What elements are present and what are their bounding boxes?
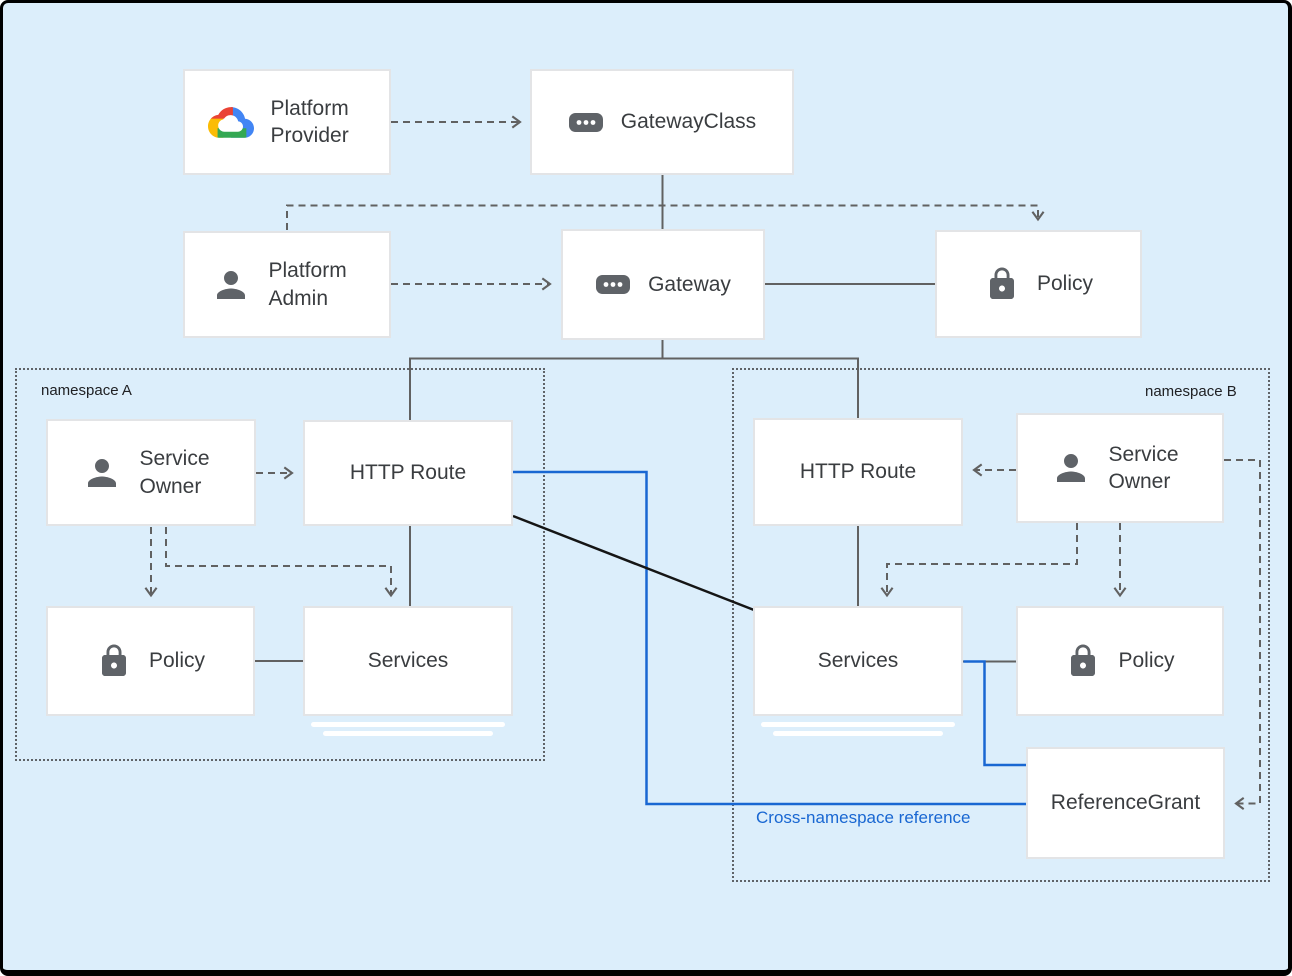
- lock-icon: [1065, 643, 1101, 679]
- edge-httproute-a-referencegrant-blue: [513, 470, 1026, 806]
- services-b-stack-bar: [761, 722, 955, 727]
- resource-icon: [595, 274, 631, 295]
- node-platform-admin: Platform Admin: [183, 231, 391, 338]
- edge-owner-a-services-a: [165, 527, 398, 598]
- node-label: Policy: [1118, 649, 1175, 673]
- node-gatewayclass: GatewayClass: [530, 69, 794, 175]
- node-referencegrant: ReferenceGrant: [1026, 747, 1225, 859]
- node-policy-b: Policy: [1016, 606, 1224, 716]
- node-service-owner-a: Service Owner: [46, 419, 256, 526]
- node-service-owner-b: Service Owner: [1016, 413, 1224, 523]
- edge-owner-b-referencegrant: [1224, 459, 1261, 810]
- node-services-b: Services: [753, 606, 963, 716]
- google-cloud-icon: [207, 106, 254, 138]
- services-b-stack-bar: [773, 731, 943, 736]
- lock-icon: [96, 643, 132, 679]
- lock-icon: [984, 266, 1020, 302]
- node-label: Platform Admin: [268, 259, 347, 310]
- edge-httproute-a-services-b-black: [512, 514, 755, 612]
- person-icon: [1050, 447, 1092, 489]
- namespace-b-boundary: [732, 368, 1270, 882]
- services-a-stack-bar: [323, 731, 493, 736]
- node-label: Policy: [1036, 272, 1094, 296]
- node-label: Policy: [148, 649, 206, 673]
- node-label: Services: [367, 649, 449, 673]
- resource-icon: [568, 112, 604, 133]
- services-a-stack-bar: [311, 722, 505, 727]
- person-icon: [81, 452, 123, 494]
- node-gateway: Gateway: [561, 229, 765, 340]
- node-httproute-b: HTTP Route: [753, 418, 963, 526]
- namespace-a-boundary: [15, 368, 545, 761]
- cross-namespace-reference-label: Cross-namespace reference: [756, 808, 971, 827]
- person-icon: [210, 264, 252, 306]
- node-policy-gateway: Policy: [935, 230, 1142, 338]
- edge-owner-b-services-b: [880, 523, 1078, 598]
- node-httproute-a: HTTP Route: [303, 420, 513, 526]
- node-policy-a: Policy: [46, 606, 255, 716]
- node-label: ReferenceGrant: [1050, 791, 1201, 815]
- node-label: GatewayClass: [620, 110, 757, 134]
- node-label: Service Owner: [139, 447, 210, 498]
- edge-gateway-httproutes-branch: [409, 340, 859, 420]
- node-label: Service Owner: [1108, 442, 1179, 493]
- node-platform-provider: Platform Provider: [183, 69, 391, 175]
- namespace-b-label: namespace B: [1145, 383, 1237, 400]
- edge-services-b-referencegrant-blue: [963, 660, 1026, 767]
- connector-layer: [144, 115, 1261, 810]
- namespace-a-label: namespace A: [41, 382, 132, 399]
- edge-admin-policy: [286, 204, 1045, 230]
- node-label: HTTP Route: [799, 460, 917, 484]
- node-label: Platform Provider: [270, 96, 349, 147]
- node-label: Services: [817, 649, 899, 673]
- node-label: Gateway: [648, 272, 731, 296]
- node-label: HTTP Route: [349, 461, 467, 485]
- node-services-a: Services: [303, 606, 513, 716]
